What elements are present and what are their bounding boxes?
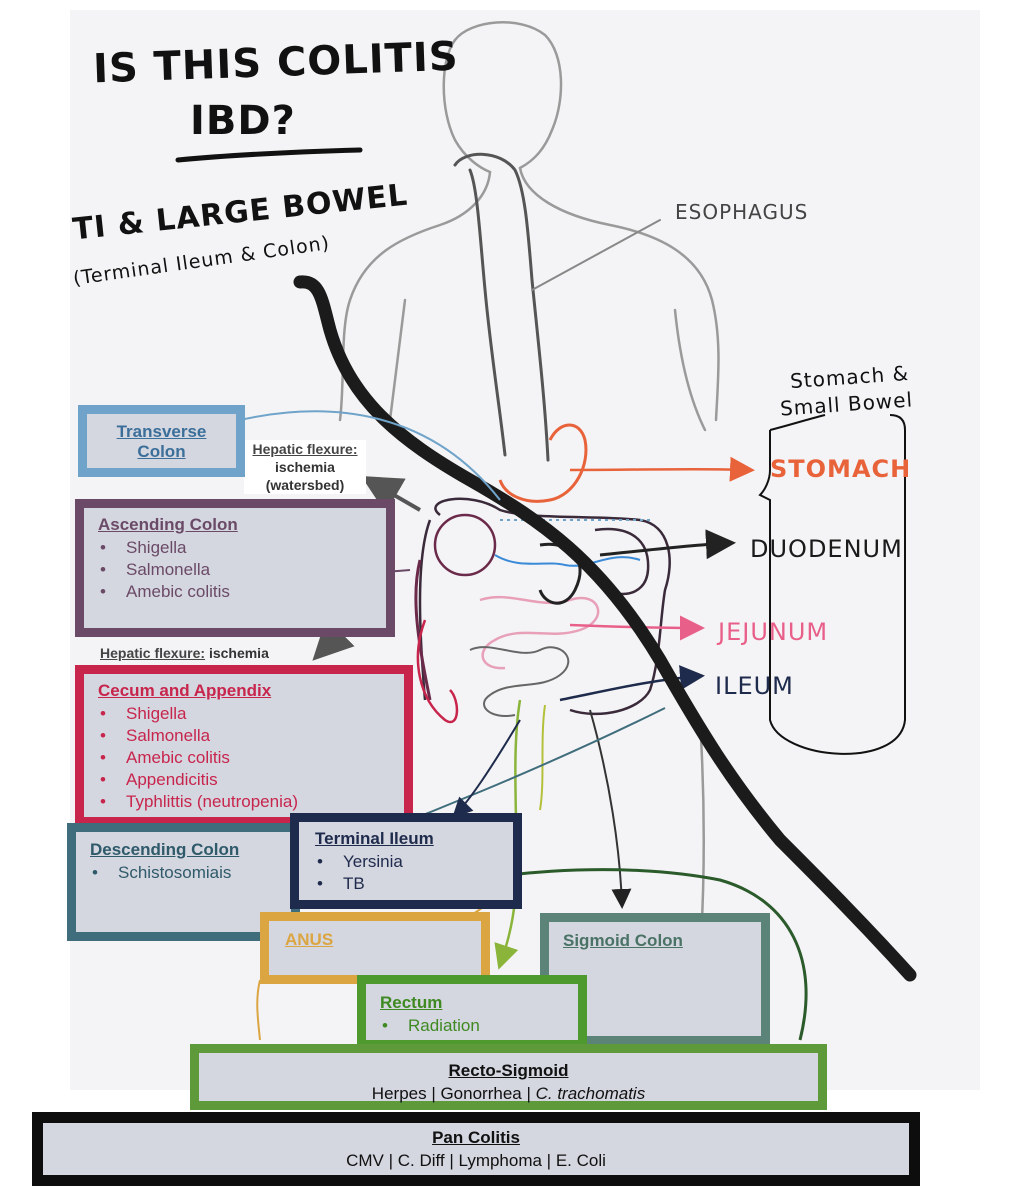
list-item: Radiation <box>380 1015 578 1037</box>
list-item: Schistosomiais <box>90 862 291 884</box>
ascending-title: Ascending Colon <box>98 515 238 534</box>
hepatic-note-mid-title: Hepatic flexure: <box>100 645 206 661</box>
recto-sigmoid-title: Recto-Sigmoid <box>448 1061 569 1080</box>
box-terminal-ileum: Terminal Ileum Yersinia TB <box>290 813 522 909</box>
cecum-list: Shigella Salmonella Amebic colitis Appen… <box>98 703 404 813</box>
hepatic-note-top-title: Hepatic flexure: <box>252 441 358 457</box>
pan-colitis-text: CMV | C. Diff | Lymphoma | E. Coli <box>346 1151 606 1170</box>
label-duodenum: DUODENUM <box>750 535 903 563</box>
descending-list: Schistosomiais <box>90 862 291 884</box>
recto-sigmoid-italic: C. trachomatis <box>535 1084 646 1103</box>
transverse-title-2: Colon <box>137 442 186 461</box>
transverse-title-1: Transverse <box>116 422 207 441</box>
list-item: Amebic colitis <box>98 747 404 769</box>
ascending-list: Shigella Salmonella Amebic colitis <box>98 537 386 603</box>
list-item: Appendicitis <box>98 769 404 791</box>
rectum-title: Rectum <box>380 993 443 1012</box>
box-pan-colitis: Pan Colitis CMV | C. Diff | Lymphoma | E… <box>32 1112 920 1186</box>
recto-sigmoid-text: Herpes | Gonorrhea | C. trachomatis <box>199 1084 818 1104</box>
list-item: Salmonella <box>98 725 404 747</box>
terminal-ileum-title: Terminal Ileum <box>315 829 434 848</box>
hepatic-flexure-note-mid: Hepatic flexure: ischemia <box>100 645 269 661</box>
cecum-title: Cecum and Appendix <box>98 681 272 700</box>
hepatic-flexure-note-top: Hepatic flexure: ischemia (watersbed) <box>244 440 366 494</box>
hepatic-note-top-line3: (watersbed) <box>265 477 345 493</box>
box-cecum-appendix: Cecum and Appendix Shigella Salmonella A… <box>75 665 413 826</box>
label-jejunum: JEJUNUM <box>718 618 829 646</box>
label-stomach: STOMACH <box>770 455 912 483</box>
terminal-ileum-list: Yersinia TB <box>315 851 513 895</box>
box-ascending-colon: Ascending Colon Shigella Salmonella Ameb… <box>75 499 395 637</box>
descending-title: Descending Colon <box>90 840 240 859</box>
box-recto-sigmoid: Recto-Sigmoid Herpes | Gonorrhea | C. tr… <box>190 1044 827 1110</box>
label-ileum: ILEUM <box>715 672 794 700</box>
list-item: Amebic colitis <box>98 581 386 603</box>
list-item: Typhlittis (neutropenia) <box>98 791 404 813</box>
recto-sigmoid-plain: Herpes | Gonorrhea | <box>371 1084 536 1103</box>
list-item: Yersinia <box>315 851 513 873</box>
box-anus: ANUS <box>260 912 490 984</box>
list-item: Salmonella <box>98 559 386 581</box>
rectum-list: Radiation <box>380 1015 578 1037</box>
pan-colitis-title: Pan Colitis <box>432 1128 520 1147</box>
hepatic-note-top-line2: ischemia <box>275 459 335 475</box>
hepatic-note-mid-text: ischemia <box>208 645 269 661</box>
box-transverse-colon: Transverse Colon <box>78 405 245 477</box>
anus-title: ANUS <box>285 930 334 949</box>
box-rectum: Rectum Radiation <box>357 975 587 1049</box>
question-line-2: IBD? <box>190 98 296 144</box>
sigmoid-title: Sigmoid Colon <box>563 931 683 950</box>
label-esophagus: ESOPHAGUS <box>675 200 809 224</box>
list-item: Shigella <box>98 537 386 559</box>
list-item: Shigella <box>98 703 404 725</box>
list-item: TB <box>315 873 513 895</box>
